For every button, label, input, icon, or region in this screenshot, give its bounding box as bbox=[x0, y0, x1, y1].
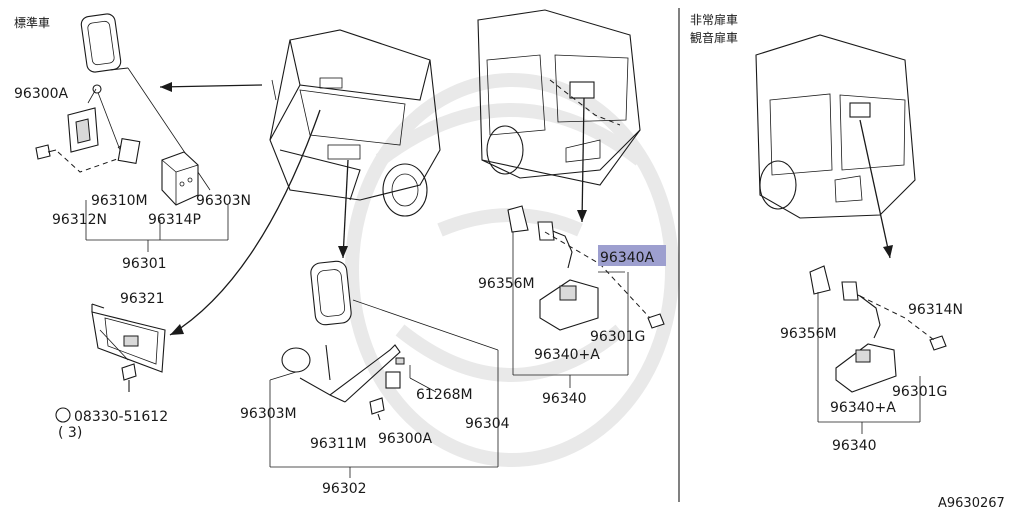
leader-lines bbox=[85, 88, 921, 478]
label-08330: 08330-51612 bbox=[74, 409, 168, 425]
highlight-96340A bbox=[598, 245, 666, 266]
label-96314P: 96314P bbox=[148, 212, 201, 228]
screw-08330 bbox=[55, 363, 137, 423]
label-96301: 96301 bbox=[122, 256, 167, 272]
side-mirror-top bbox=[80, 13, 211, 191]
mirror-assembly-96302 bbox=[281, 260, 499, 421]
bracket-plate bbox=[67, 107, 99, 153]
label-96340plusA-mid: 96340+A bbox=[534, 347, 600, 363]
arrow-to-96321 bbox=[169, 109, 321, 336]
van-rear-right bbox=[755, 34, 916, 219]
label-08330-qty: ( 3) bbox=[58, 425, 82, 441]
label-96340plusA-right: 96340+A bbox=[830, 400, 896, 416]
rear-mirror-parts-right bbox=[809, 265, 947, 393]
rubber-block bbox=[161, 151, 199, 206]
label-96302: 96302 bbox=[322, 481, 367, 497]
van-front bbox=[269, 29, 441, 217]
label-96300A-bottom: 96300A bbox=[378, 431, 433, 447]
label-96301G-right: 96301G bbox=[892, 384, 947, 400]
label-96340-mid: 96340 bbox=[542, 391, 587, 407]
label-96340A: 96340A bbox=[600, 250, 655, 266]
label-96301G-mid: 96301G bbox=[590, 329, 645, 345]
arrow-to-96302 bbox=[342, 159, 349, 259]
label-96311M: 96311M bbox=[310, 436, 367, 452]
label-96356M-mid: 96356M bbox=[478, 276, 535, 292]
screw-top bbox=[35, 144, 57, 160]
header-non-emergency-1: 非常扉車 bbox=[690, 13, 738, 27]
arrow-to-mirror bbox=[159, 84, 263, 88]
label-96304: 96304 bbox=[465, 416, 510, 432]
label-96303M: 96303M bbox=[240, 406, 297, 422]
arrow-to-rear-mirror bbox=[581, 97, 585, 223]
under-mirror-96321 bbox=[91, 303, 166, 373]
label-96314N: 96314N bbox=[908, 302, 963, 318]
van-rear-standard bbox=[477, 9, 641, 186]
label-96321: 96321 bbox=[120, 291, 165, 307]
arrow-to-right-mirror bbox=[859, 119, 891, 259]
diagram-code: A9630267 bbox=[938, 496, 1005, 510]
label-96303N: 96303N bbox=[196, 193, 251, 209]
label-96356M-right: 96356M bbox=[780, 326, 837, 342]
header-non-emergency-2: 観音扉車 bbox=[690, 30, 738, 45]
label-61268M: 61268M bbox=[416, 387, 473, 403]
label-96312N: 96312N bbox=[52, 212, 107, 228]
label-96300A-top: 96300A bbox=[14, 86, 69, 102]
header-standard: 標準車 bbox=[14, 15, 50, 30]
label-96340-right: 96340 bbox=[832, 438, 877, 454]
rear-mirror-parts-mid bbox=[507, 205, 665, 331]
watermark-emblem bbox=[345, 73, 679, 467]
label-96310M: 96310M bbox=[91, 193, 148, 209]
